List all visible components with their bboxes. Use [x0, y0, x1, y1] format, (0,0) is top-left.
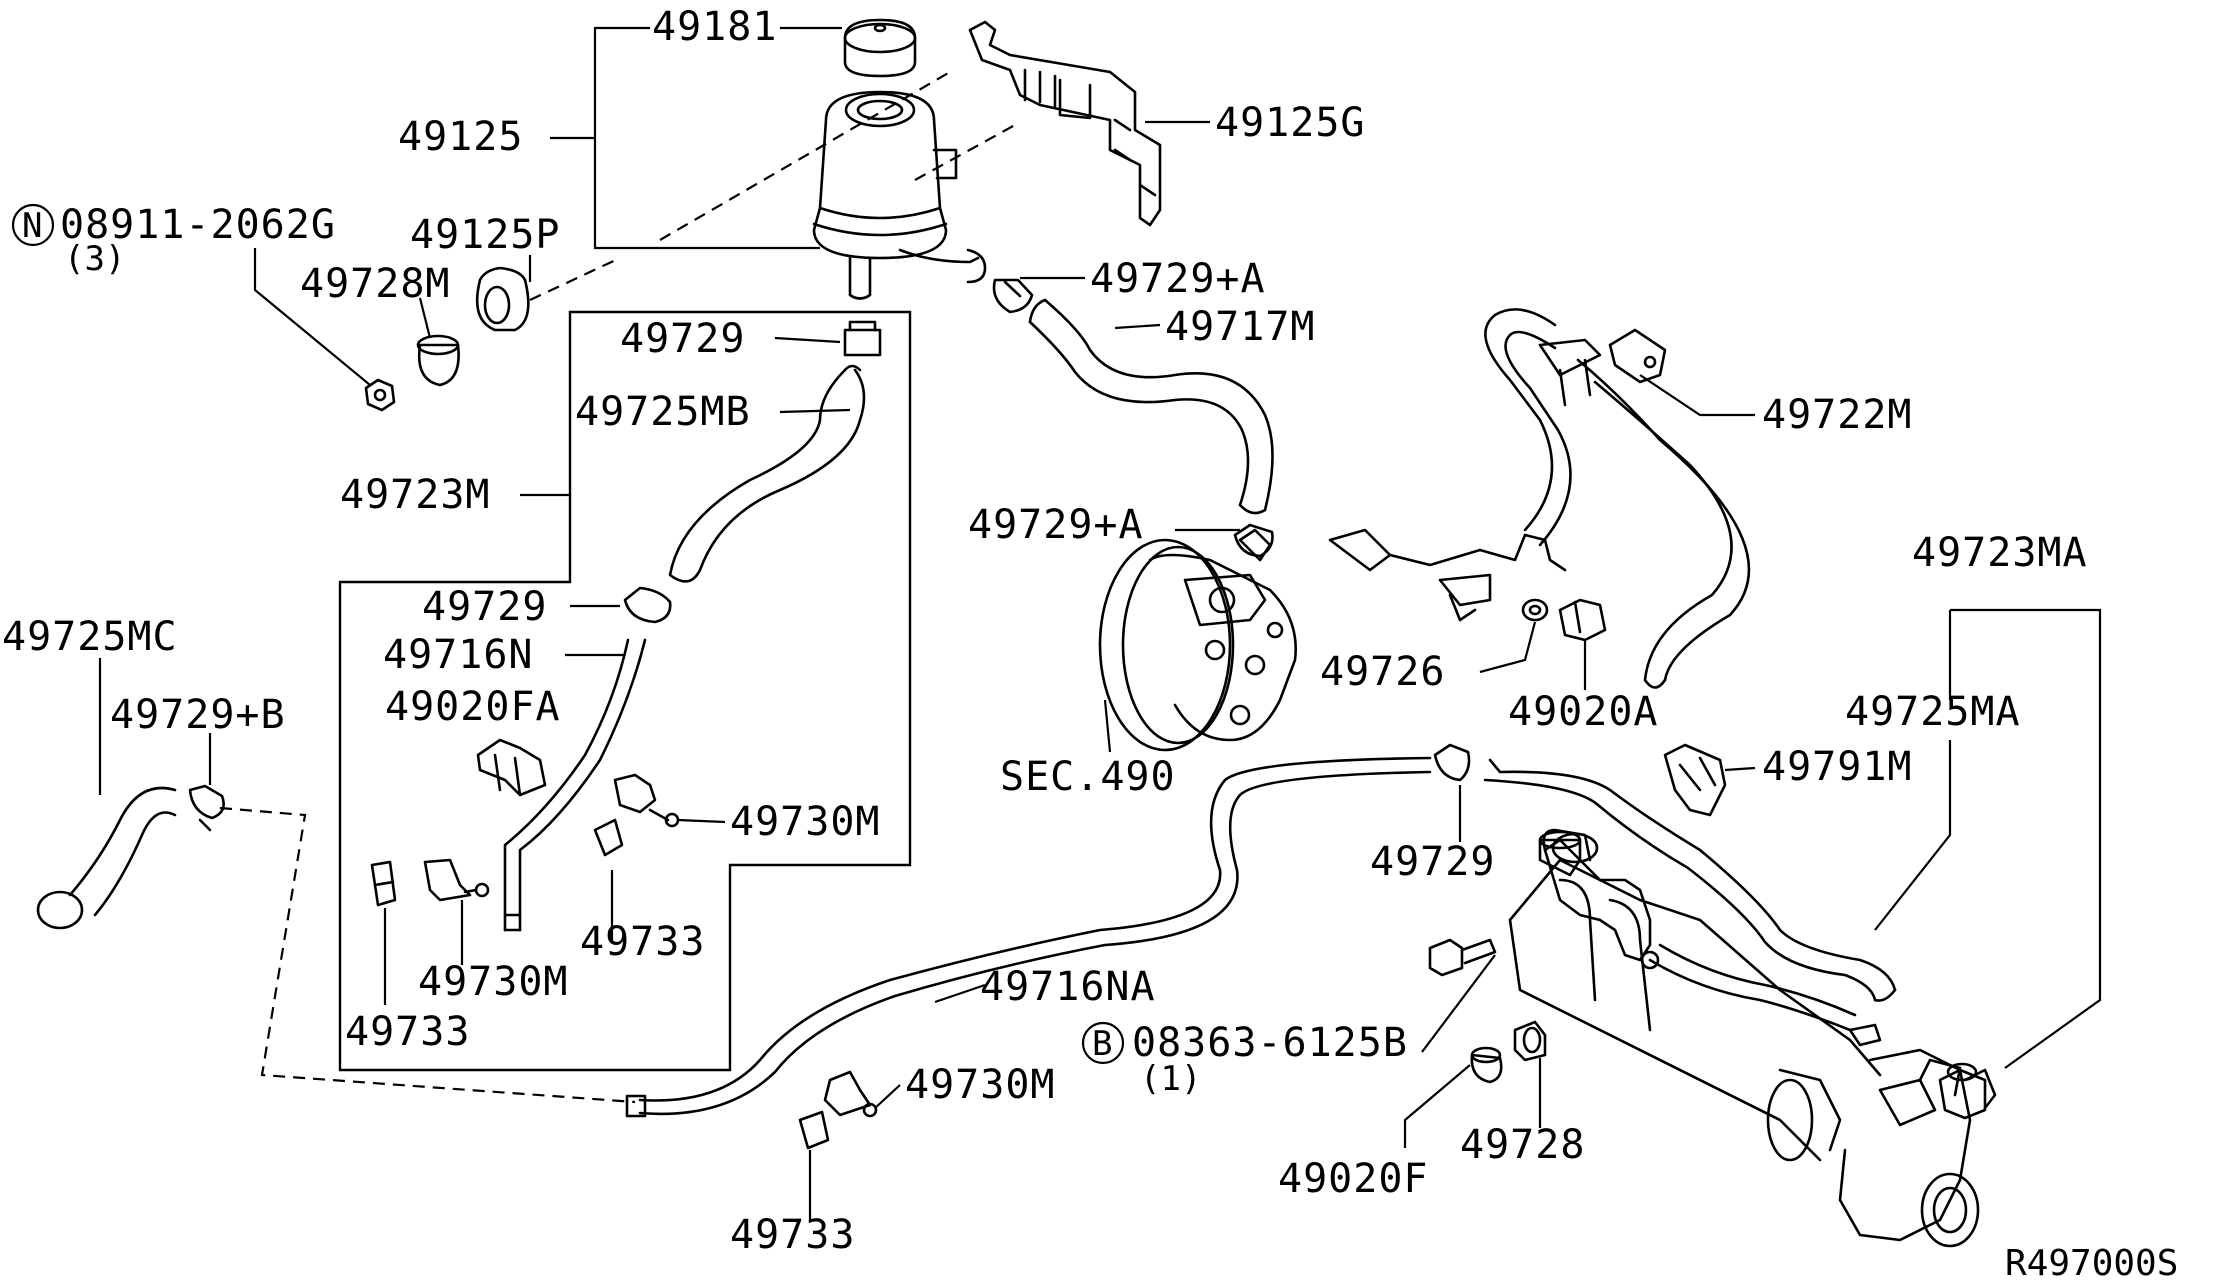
reservoir-tank-49125	[812, 90, 987, 300]
reservoir-cap-49181	[843, 18, 917, 78]
bolt-symbol: B	[1092, 1024, 1112, 1064]
hose-clamp-49729-mid	[623, 586, 672, 624]
label-08911-2062G: 08911-2062G	[60, 202, 336, 248]
clamp-49730M-a	[613, 773, 680, 828]
label-49723M: 49723M	[340, 472, 491, 518]
part-labels: 49181 49125 49125G 49125P 49728M N 08911…	[2, 4, 2178, 1282]
label-49020F: 49020F	[1278, 1156, 1429, 1202]
label-49730M-a: 49730M	[730, 799, 881, 845]
hose-49725MC	[36, 786, 177, 930]
label-bolt-qty: (1)	[1140, 1059, 1201, 1099]
label-49723MA: 49723MA	[1912, 530, 2088, 576]
bushing-49020F	[1470, 1046, 1503, 1084]
label-49729-top: 49729	[620, 316, 745, 362]
label-49125P: 49125P	[410, 212, 561, 258]
fitting-49020A	[1558, 598, 1607, 642]
alignment-dashed-line	[529, 257, 621, 301]
label-nut-qty: (3)	[64, 239, 125, 279]
label-49725MA: 49725MA	[1845, 689, 2021, 735]
label-49716NA: 49716NA	[980, 964, 1156, 1010]
label-49125: 49125	[398, 114, 523, 160]
label-49733-b: 49733	[345, 1009, 470, 1055]
label-49729-low: 49729	[1370, 839, 1495, 885]
gear-line-pipes	[1648, 943, 1882, 1047]
nut-symbol: N	[22, 206, 42, 246]
clip-49733-b	[370, 860, 397, 907]
label-49729-plus-A-pump: 49729+A	[968, 502, 1144, 548]
leader-lines	[98, 26, 2102, 1220]
label-SEC490: SEC.490	[1000, 754, 1176, 800]
label-49181: 49181	[652, 4, 777, 50]
return-tube-49716N	[503, 638, 647, 932]
nut-symbol-circle	[11, 203, 55, 247]
label-49717M: 49717M	[1165, 304, 1316, 350]
bushing-49728M	[416, 334, 460, 387]
return-line-49725MA	[1483, 758, 1897, 1002]
label-49725MB: 49725MB	[575, 389, 751, 435]
clip-49020FA	[476, 738, 547, 797]
label-49730M-b: 49730M	[418, 959, 569, 1005]
steering-gear-rack	[1508, 858, 1997, 1248]
label-49722M: 49722M	[1762, 392, 1913, 438]
grommet-49728	[1513, 1020, 1547, 1062]
bolt-symbol-circle	[1081, 1021, 1125, 1065]
grommet-49125P	[475, 266, 530, 332]
return-hose-49725MB	[668, 364, 866, 583]
clip-49733-a	[593, 818, 624, 857]
label-49733-a: 49733	[580, 919, 705, 965]
washer-49726	[1521, 598, 1549, 622]
label-49125G: 49125G	[1215, 100, 1366, 146]
clamp-49791M	[1663, 743, 1727, 817]
label-49725MC: 49725MC	[2, 614, 178, 660]
hose-bracket-49722M	[1538, 328, 1667, 407]
label-08363-6125B: 08363-6125B	[1132, 1020, 1408, 1066]
label-49733-c: 49733	[730, 1212, 855, 1258]
return-hose-group-outline	[338, 310, 912, 1072]
hose-clamp-49729-plus-B	[188, 784, 225, 832]
label-49728: 49728	[1460, 1122, 1585, 1168]
label-49716N: 49716N	[383, 632, 534, 678]
power-steering-pump	[1098, 528, 1297, 752]
label-49730M-c: 49730M	[905, 1062, 1056, 1108]
alignment-dashed-line	[659, 71, 951, 241]
label-49729-plus-B: 49729+B	[110, 692, 286, 738]
hose-clamp-49729-top	[843, 320, 882, 357]
pressure-tube-49716NA	[625, 756, 1432, 1118]
label-49729-mid: 49729	[422, 584, 547, 630]
label-49791M: 49791M	[1762, 744, 1913, 790]
clamp-49730M-b	[423, 858, 490, 902]
hose-clamp-49729-low	[1433, 743, 1471, 782]
gear-outlet-fitting	[1938, 1062, 1987, 1120]
alignment-dashed-line	[914, 124, 1016, 181]
clamp-49730M-c	[823, 1070, 878, 1118]
suction-hose-49717M	[1028, 298, 1274, 515]
label-49020A: 49020A	[1508, 689, 1659, 735]
clip-49733-c	[798, 1110, 830, 1150]
label-49728M: 49728M	[300, 261, 451, 307]
hose-clamp-49729-plus-A-pump	[1233, 523, 1274, 558]
reservoir-bracket-49125G	[968, 20, 1162, 227]
pressure-fitting-banjo	[1328, 528, 1567, 622]
hose-clamp-49729-plus-A-top	[992, 278, 1034, 314]
connection-dashed-line	[219, 806, 636, 1104]
diagram-reference: R497000S	[2005, 1243, 2178, 1282]
pressure-port-fitting	[1538, 830, 1582, 877]
label-49729-plus-A-top: 49729+A	[1090, 256, 1266, 302]
label-49020FA: 49020FA	[385, 684, 561, 730]
label-49726: 49726	[1320, 649, 1445, 695]
pressure-hose-49722M	[1484, 308, 1751, 689]
nut-08911-2062G	[364, 378, 396, 412]
bolt-08363-6125B	[1428, 938, 1497, 977]
